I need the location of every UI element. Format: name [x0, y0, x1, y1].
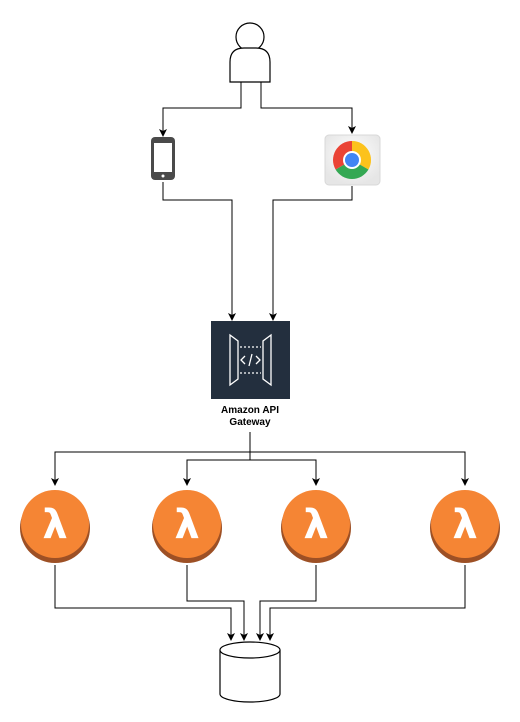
api-gateway-label-line2: Gateway: [229, 417, 271, 428]
api-gateway-icon: [211, 321, 290, 399]
lambda-function-4: λ: [430, 490, 500, 563]
api-gateway-label-line1: Amazon API: [221, 405, 279, 416]
user-icon: [229, 22, 271, 83]
chrome-browser-icon: [324, 134, 381, 186]
edge-lambda-2-to-db: [186, 565, 248, 641]
lambda-function-2: λ: [152, 490, 222, 563]
lambda-icon: λ: [452, 502, 477, 548]
lambda-icon: λ: [303, 502, 328, 548]
lambda-function-1: λ: [20, 490, 90, 563]
edge-lambda-4-to-db: [266, 565, 466, 641]
lambda-icon: λ: [174, 502, 199, 548]
edge-user-to-browser: [260, 82, 356, 134]
lambda-function-3: λ: [281, 490, 351, 563]
edge-gateway-to-lambda-1: [51, 432, 251, 486]
edge-lambda-1-to-db: [54, 565, 235, 641]
edge-gateway-to-lambda-2: [183, 452, 251, 486]
database-icon: [219, 641, 281, 703]
edge-browser-to-gateway: [269, 186, 353, 321]
mobile-phone-icon: [151, 137, 175, 180]
edge-gateway-to-lambda-4: [250, 451, 469, 486]
edge-mobile-to-gateway: [162, 182, 236, 321]
lambda-icon: λ: [42, 502, 67, 548]
connectors: [51, 82, 469, 641]
edge-gateway-to-lambda-3: [249, 452, 320, 486]
edge-lambda-3-to-db: [256, 565, 317, 641]
edge-user-to-mobile: [159, 82, 242, 137]
